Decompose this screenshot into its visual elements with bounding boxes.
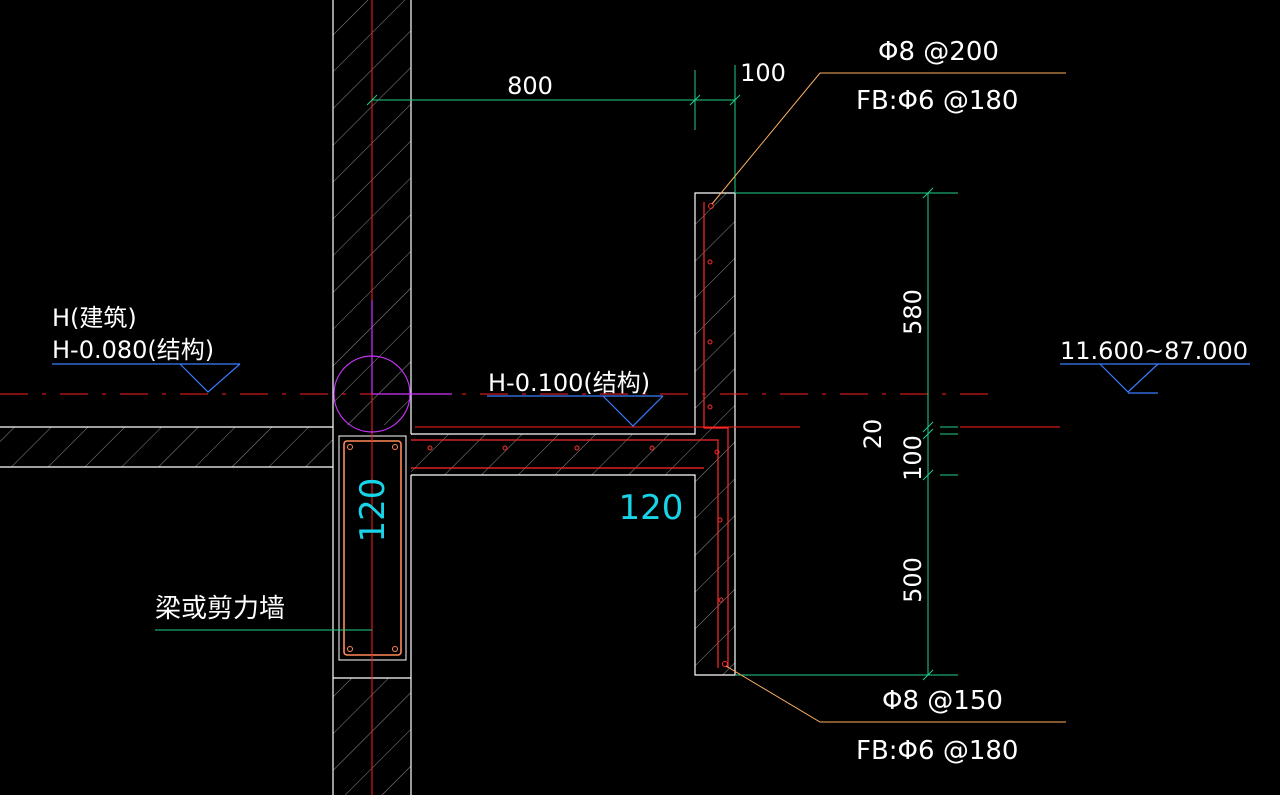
concrete-outlines [0, 0, 736, 795]
rebar-top-distribution: FB:Φ6 @180 [856, 86, 1018, 116]
beam-width-label: 120 [353, 478, 393, 543]
slab-thickness-label: 120 [619, 488, 684, 528]
dim-edge-offset: 100 [740, 59, 786, 87]
level-middle-structural: H-0.100(结构) [488, 369, 650, 397]
rebar-top-main: Φ8 @200 [878, 37, 999, 67]
dim-horizontal-span: 800 [507, 72, 553, 100]
level-labels: H(建筑) H-0.080(结构) H-0.100(结构) 11.600~87.… [52, 304, 1248, 397]
leader-lines [711, 72, 1066, 723]
dim-slab-thickness: 100 [899, 435, 927, 481]
dim-gap: 20 [859, 419, 887, 450]
rebar-bottom-main: Φ8 @150 [882, 686, 1003, 716]
level-elevation-range: 11.600~87.000 [1060, 337, 1248, 365]
dim-upper-height: 580 [899, 289, 927, 335]
rebar-labels: Φ8 @200 FB:Φ6 @180 Φ8 @150 FB:Φ6 @180 [856, 37, 1018, 766]
level-symbols [52, 363, 1250, 427]
rebar-dots [427, 203, 728, 667]
level-architectural: H(建筑) [52, 304, 137, 332]
dimensions [155, 65, 958, 681]
hatched-concrete [0, 0, 735, 795]
level-left-structural: H-0.080(结构) [52, 336, 214, 364]
rebar-bottom-distribution: FB:Φ6 @180 [856, 736, 1018, 766]
dim-lower-height: 500 [899, 557, 927, 603]
thickness-labels: 120 120 [353, 478, 683, 543]
axis-lines [0, 0, 1060, 795]
dimension-labels: 800 100 580 20 100 500 [507, 59, 927, 603]
beam-or-shear-wall-label: 梁或剪力墙 [155, 594, 285, 624]
target-marker-icon [333, 300, 452, 433]
slab-rebar [411, 202, 729, 668]
upstand-slab-outline [411, 192, 736, 676]
